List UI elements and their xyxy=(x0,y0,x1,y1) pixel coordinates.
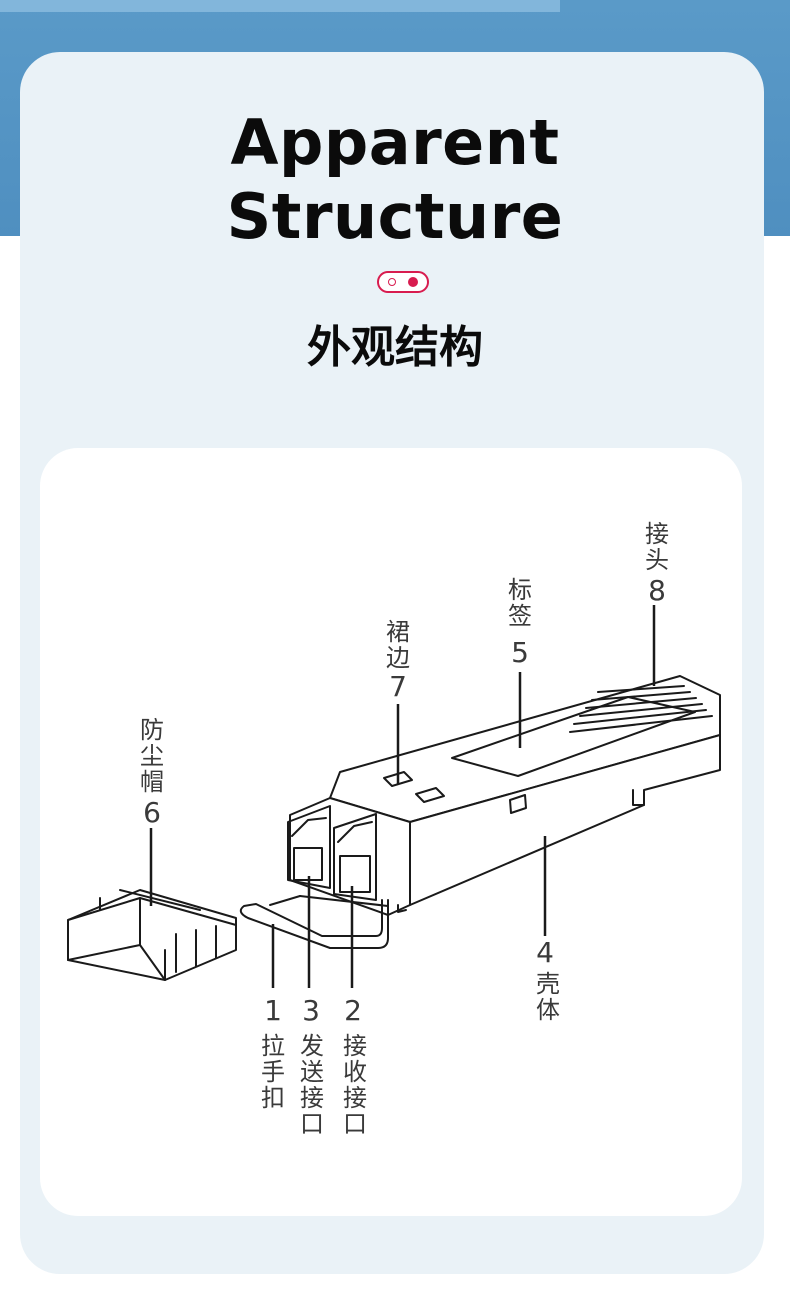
label-skirt-number: 7 xyxy=(389,670,407,703)
label-skirt-char: 裙 xyxy=(386,618,410,646)
label-transmit-port-number: 3 xyxy=(302,994,320,1027)
label-shell-char: 体 xyxy=(536,996,560,1024)
label-connector-number: 8 xyxy=(648,574,666,607)
label-receive-port-char: 接 xyxy=(343,1084,367,1112)
ring-icon xyxy=(388,278,396,286)
label-dust-cap-char: 尘 xyxy=(140,742,164,770)
page-title-line1: Apparent xyxy=(230,106,560,179)
sfp-module-drawing xyxy=(67,675,721,981)
label-tag-number: 5 xyxy=(511,636,529,669)
label-connector-char: 接 xyxy=(645,520,669,548)
label-receive-port: 2 接 收 接 口 xyxy=(343,994,367,1138)
label-shell-char: 壳 xyxy=(536,970,560,998)
label-receive-port-char: 接 xyxy=(343,1032,367,1060)
label-skirt-char: 边 xyxy=(386,644,410,672)
label-connector: 接 头 8 xyxy=(645,520,669,607)
label-skirt: 裙 边 7 xyxy=(386,618,410,703)
label-pull-tab-char: 手 xyxy=(261,1058,285,1086)
dot-icon xyxy=(408,277,418,287)
label-transmit-port-char: 口 xyxy=(300,1110,324,1138)
label-transmit-port-char: 送 xyxy=(300,1058,324,1086)
label-receive-port-char: 口 xyxy=(343,1110,367,1138)
label-tag-char: 标 xyxy=(508,576,532,604)
label-transmit-port-char: 接 xyxy=(300,1084,324,1112)
label-receive-port-number: 2 xyxy=(344,994,362,1027)
label-shell: 4 壳 体 xyxy=(536,936,560,1024)
label-dust-cap: 防 尘 帽 6 xyxy=(140,716,164,829)
label-dust-cap-char: 防 xyxy=(140,716,164,744)
label-connector-char: 头 xyxy=(645,546,669,574)
label-receive-port-char: 收 xyxy=(343,1058,367,1086)
label-dust-cap-char: 帽 xyxy=(140,768,164,796)
label-transmit-port: 3 发 送 接 口 xyxy=(300,994,324,1138)
label-pull-tab-number: 1 xyxy=(264,994,282,1027)
page-title-line2: Structure xyxy=(226,180,564,253)
leader-lines xyxy=(149,605,656,988)
label-shell-number: 4 xyxy=(536,936,554,969)
label-tag-char: 签 xyxy=(508,602,532,630)
label-dust-cap-number: 6 xyxy=(143,796,161,829)
label-transmit-port-char: 发 xyxy=(300,1032,324,1060)
label-tag: 标 签 5 xyxy=(508,576,532,669)
label-pull-tab-char: 扣 xyxy=(261,1084,285,1112)
toggle-dots-icon xyxy=(377,271,429,293)
label-pull-tab: 1 拉 手 扣 xyxy=(261,994,285,1112)
label-pull-tab-char: 拉 xyxy=(261,1032,285,1060)
page-subtitle: 外观结构 xyxy=(307,322,483,373)
